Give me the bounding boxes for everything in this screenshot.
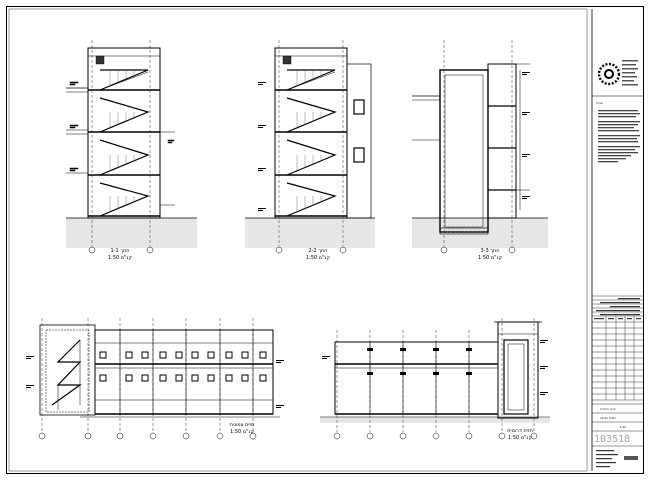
section-1-1-drawing [66, 40, 197, 254]
scale-line: 1:50 [620, 425, 626, 429]
notes-text [598, 110, 640, 163]
section-1-1-scale: קנ"מ 1:50 [108, 255, 133, 261]
sheet-border [6, 6, 644, 474]
sheet-line: חתכים וחזיתות [600, 417, 616, 420]
elevation-right-caption: חזית דרומית [507, 428, 533, 434]
section-3-3-drawing [412, 40, 548, 254]
section-2-2-scale: קנ"מ 1:50 [306, 255, 331, 261]
company-logo [597, 60, 638, 86]
elevation-left-caption: חזית צפונית [230, 422, 255, 428]
notes-heading: הערות [596, 102, 603, 105]
drawing-code: 103518 [594, 434, 630, 445]
elevation-right-drawing [320, 318, 550, 440]
section-2-2-caption: חתך 2-2 [309, 248, 328, 254]
section-1-1-caption: חתך 1-1 [111, 248, 130, 254]
elevation-left-drawing [26, 318, 284, 440]
section-captions: חתך 1-1 קנ"מ 1:50 חתך 2-2 קנ"מ 1:50 חתך … [108, 248, 503, 261]
project-line: מבנה משרדים [600, 408, 616, 411]
revisions-text [594, 298, 641, 320]
revisions-table [592, 295, 643, 401]
office-info [596, 450, 638, 468]
section-3-3-scale: קנ"מ 1:50 [478, 255, 503, 261]
elevation-right-scale: קנ"מ 1:50 [508, 435, 533, 441]
section-3-3-caption: חתך 3-3 [481, 248, 500, 254]
section-2-2-drawing [245, 40, 375, 254]
sheet-inner-border [8, 8, 588, 472]
elevation-left-scale: קנ"מ 1:50 [230, 429, 255, 435]
title-block: הערות [591, 9, 643, 471]
